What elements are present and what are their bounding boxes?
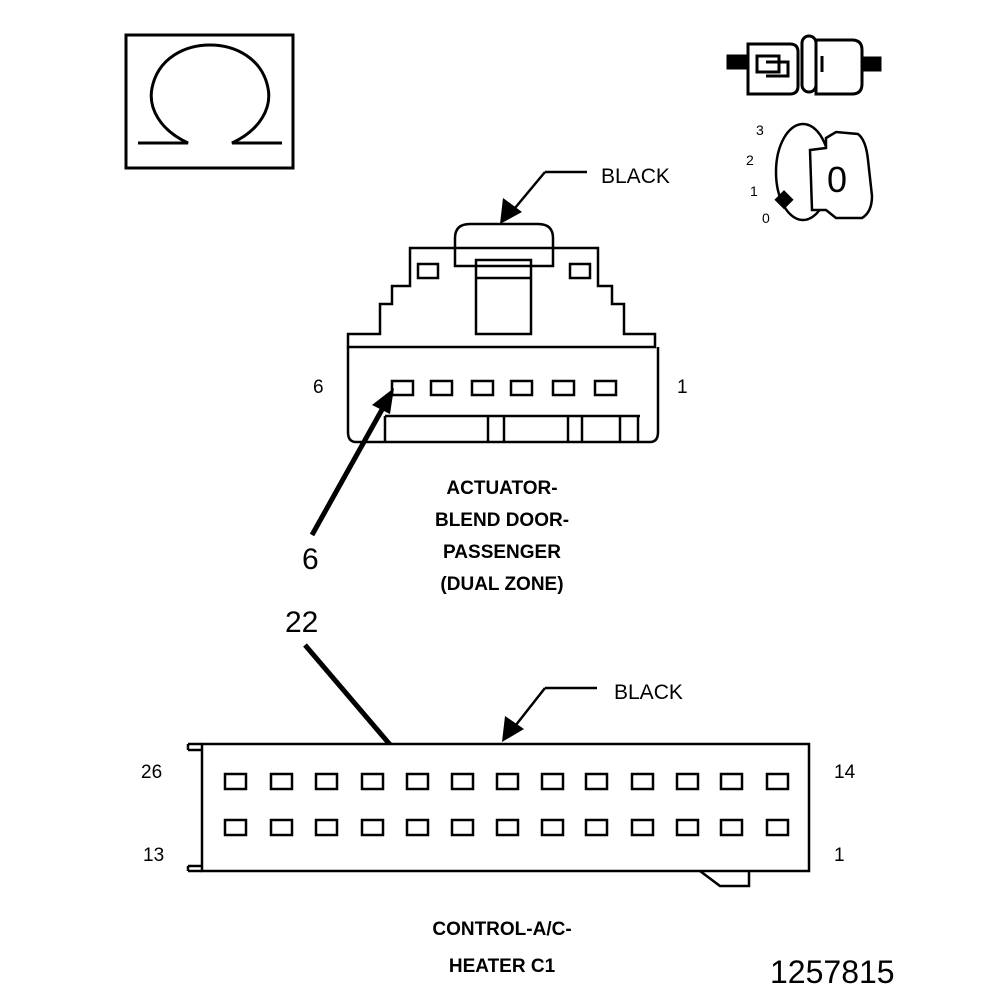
actuator-connector-title-line-1: ACTUATOR- bbox=[446, 478, 558, 499]
control-heater-pin-26-label: 26 bbox=[141, 762, 163, 783]
ignition-position-2: 2 bbox=[746, 152, 754, 168]
probe-pin-6-number: 6 bbox=[302, 543, 319, 576]
actuator-cavity-2 bbox=[551, 379, 576, 397]
control-heater-cavity-22 bbox=[405, 772, 430, 791]
control-heater-connector-body bbox=[186, 742, 811, 888]
actuator-connector-body bbox=[346, 222, 660, 444]
probe-pin-22-number: 22 bbox=[285, 606, 319, 639]
ignition-position-1: 1 bbox=[750, 183, 758, 199]
ignition-key-icon bbox=[774, 122, 874, 222]
control-heater-color-label: BLACK bbox=[614, 681, 683, 704]
document-number: 1257815 bbox=[770, 954, 895, 990]
actuator-pin-row bbox=[390, 379, 618, 397]
actuator-cavity-6 bbox=[390, 379, 415, 397]
control-heater-cavity-rows bbox=[223, 772, 790, 837]
control-heater-pin-14-label: 14 bbox=[834, 762, 856, 783]
ignition-position-0: 0 bbox=[762, 210, 770, 226]
actuator-pin-1-label: 1 bbox=[677, 377, 688, 398]
ignition-position-3: 3 bbox=[756, 122, 764, 138]
ohmmeter-icon bbox=[124, 33, 295, 170]
ignition-key-letter: 0 bbox=[827, 159, 848, 200]
actuator-connector-title-line-4: (DUAL ZONE) bbox=[440, 574, 564, 595]
control-heater-pin-1-label: 1 bbox=[834, 845, 845, 866]
actuator-cavity-3 bbox=[509, 379, 534, 397]
actuator-connector-title-line-2: BLEND DOOR- bbox=[434, 510, 570, 531]
actuator-cavity-1 bbox=[593, 379, 618, 397]
actuator-connector-title-line-3: PASSENGER bbox=[443, 542, 561, 563]
control-heater-title-line-1: CONTROL-A/C- bbox=[432, 919, 572, 940]
control-heater-title-line-2: HEATER C1 bbox=[448, 956, 556, 977]
actuator-cavity-4 bbox=[470, 379, 495, 397]
unplugged-connector-icon bbox=[726, 34, 882, 96]
control-heater-pin-13-label: 13 bbox=[143, 845, 165, 866]
actuator-color-label: BLACK bbox=[601, 165, 670, 188]
actuator-cavity-5 bbox=[429, 379, 454, 397]
actuator-pin-6-label: 6 bbox=[313, 377, 324, 398]
